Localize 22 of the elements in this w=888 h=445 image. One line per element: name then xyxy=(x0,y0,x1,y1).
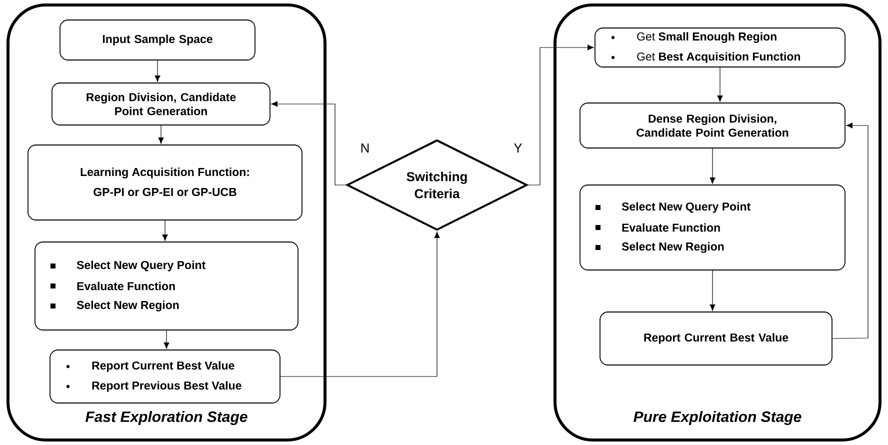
process-box: Get Small Enough Region Get Best Acquisition Function xyxy=(594,28,846,68)
arrow xyxy=(271,101,346,186)
arrow xyxy=(710,270,716,311)
arrow xyxy=(154,60,160,82)
process-box: Input Sample Space xyxy=(60,20,256,60)
process-box: Select New Query Point Evaluate Function Select New Region xyxy=(34,242,298,330)
edge-label: N xyxy=(359,142,371,154)
process-box: Dense Region Division, Candidate Point Generation xyxy=(580,102,846,148)
arrow xyxy=(280,232,440,377)
arrow xyxy=(717,67,723,102)
edge-label: Y xyxy=(512,142,524,154)
process-box: Report Current Best Value xyxy=(600,312,832,366)
process-box: Select New Query Point Evaluate Function Select New Region xyxy=(580,184,846,270)
arrow xyxy=(832,122,868,339)
arrow xyxy=(158,125,164,144)
process-box: Region Division, Candidate Point Generation xyxy=(52,82,270,126)
arrow xyxy=(162,220,168,241)
arrow xyxy=(710,148,716,184)
process-box: Learning Acquisition Function: GP-PI or GP-EI or GP-UCB xyxy=(28,144,302,220)
arrow xyxy=(164,330,170,349)
arrow xyxy=(528,44,594,186)
process-box: Report Current Best Value Report Previous Best Value xyxy=(50,350,280,404)
